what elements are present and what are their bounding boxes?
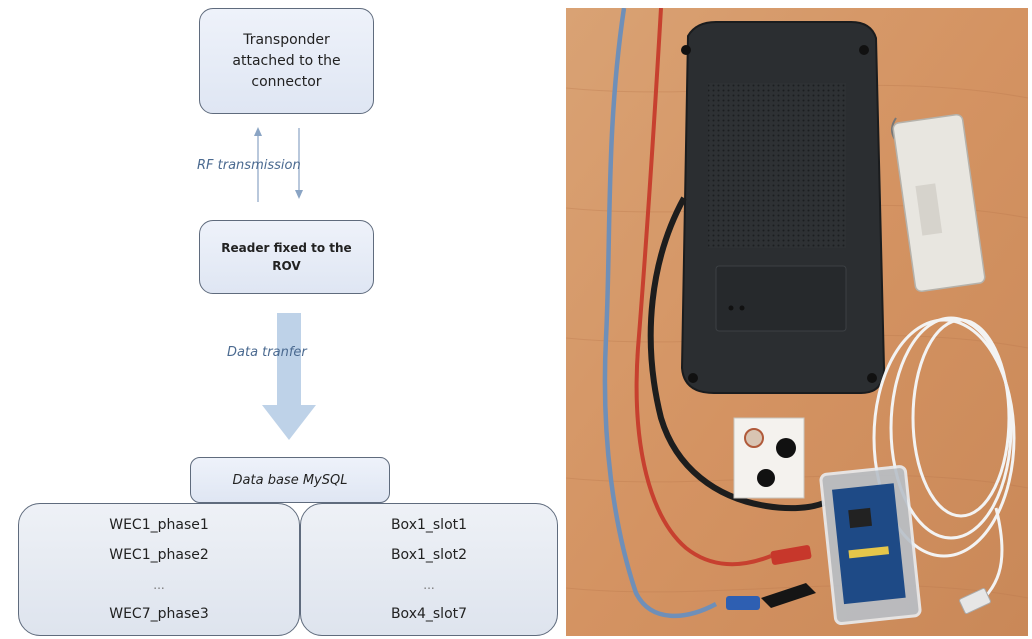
slot-item: Box4_slot7 (390, 605, 468, 622)
phase-ellipsis: ... (153, 577, 165, 592)
slot-ellipsis: ... (423, 577, 435, 592)
transponder-label: Transponder attached to the connector (232, 31, 341, 90)
slots-table: Box1_slot1 Box1_slot2 ... Box4_slot7 (300, 503, 558, 636)
alligator-clips (726, 545, 816, 610)
data-transfer-arrow (262, 313, 316, 440)
phase-item: WEC1_phase1 (109, 517, 209, 534)
slot-item: Box1_slot2 (390, 547, 468, 564)
reader-label: Reader fixed to the ROV (221, 241, 352, 273)
white-junction-box (891, 113, 986, 293)
transponder-node: Transponder attached to the connector (199, 8, 374, 114)
hardware-photo-drawing (566, 8, 1028, 636)
arduino-box (819, 465, 922, 625)
reader-enclosure (680, 21, 886, 394)
database-label: Data base MySQL (232, 472, 348, 488)
phases-table: WEC1_phase1 WEC1_phase2 ... WEC7_phase3 (18, 503, 300, 636)
slot-item: Box1_slot1 (390, 517, 468, 534)
hardware-photo (566, 8, 1028, 636)
flow-diagram: Transponder attached to the connector RF… (18, 8, 558, 636)
phase-item: WEC1_phase2 (109, 547, 209, 564)
phase-item: WEC7_phase3 (109, 605, 209, 622)
red-cable (634, 8, 772, 567)
data-transfer-label: Data tranfer (227, 345, 307, 360)
reader-node: Reader fixed to the ROV (199, 220, 374, 294)
blue-cable (602, 8, 718, 619)
database-node: Data base MySQL (190, 457, 390, 503)
rf-transmission-label: RF transmission (197, 158, 301, 173)
transponder-tags (733, 417, 805, 499)
black-cable (647, 196, 826, 512)
